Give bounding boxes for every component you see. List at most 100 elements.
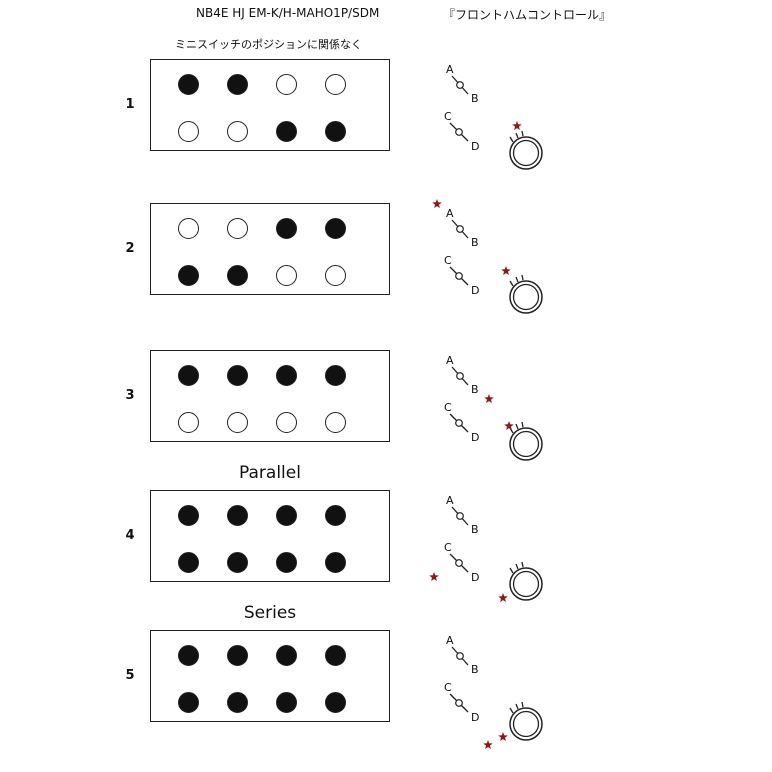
knob-inner — [512, 570, 540, 598]
switch-letter-b: B — [471, 523, 479, 536]
control-title: 『フロントハムコントロール』 — [443, 8, 612, 22]
filled-dot — [226, 504, 248, 526]
filled-dot — [226, 551, 248, 573]
mode-label: Series — [243, 603, 297, 623]
switch-box — [150, 630, 390, 722]
mini-switch-pivot — [455, 559, 463, 567]
filled-dot — [275, 504, 297, 526]
switch-letter-b: B — [471, 236, 479, 249]
filled-dot — [275, 120, 297, 142]
filled-dot — [324, 120, 346, 142]
filled-dot — [324, 691, 346, 713]
knob-tick — [509, 567, 514, 574]
knob-inner — [512, 283, 540, 311]
mode-label: Parallel — [239, 463, 301, 483]
filled-dot — [324, 644, 346, 666]
switch-letter-a: A — [446, 207, 454, 220]
filled-dot — [226, 364, 248, 386]
filled-dot — [177, 691, 199, 713]
switch-letter-a: A — [446, 494, 454, 507]
knob-inner — [512, 430, 540, 458]
empty-dot — [324, 264, 346, 286]
filled-dot — [275, 551, 297, 573]
control-diagram: A B C D — [429, 494, 543, 602]
knob-tick — [521, 701, 524, 708]
empty-dot — [324, 411, 346, 433]
filled-dot — [324, 551, 346, 573]
mini-switch-pivot — [455, 128, 463, 136]
switch-letter-c: C — [444, 110, 452, 123]
star-marker — [429, 572, 439, 581]
filled-dot — [177, 504, 199, 526]
model-title: NB4E HJ EM-K/H-MAHO1P/SDM — [196, 6, 380, 20]
filled-dot — [177, 644, 199, 666]
empty-dot — [324, 73, 346, 95]
filled-dot — [275, 644, 297, 666]
empty-dot — [226, 120, 248, 142]
empty-dot — [275, 411, 297, 433]
filled-dot — [177, 364, 199, 386]
empty-dot — [275, 73, 297, 95]
switch-letter-a: A — [446, 634, 454, 647]
filled-dot — [275, 691, 297, 713]
row-number: 5 — [125, 668, 135, 683]
switch-box — [150, 490, 390, 582]
knob-tick — [515, 276, 519, 283]
switch-letter-d: D — [471, 431, 479, 444]
switch-letter-d: D — [471, 284, 479, 297]
filled-dot — [324, 217, 346, 239]
star-marker — [512, 121, 522, 130]
filled-dot — [177, 73, 199, 95]
star-marker — [483, 740, 493, 749]
empty-dot — [177, 411, 199, 433]
switch-letter-c: C — [444, 254, 452, 267]
mini-switch-pivot — [456, 81, 464, 89]
knob-inner — [512, 139, 540, 167]
switch-letter-d: D — [471, 711, 479, 724]
control-diagram: A B C D — [444, 63, 543, 170]
filled-dot — [275, 217, 297, 239]
switch-box — [150, 350, 390, 442]
switch-letter-d: D — [471, 571, 479, 584]
switch-letter-d: D — [471, 140, 479, 153]
knob-tick — [515, 132, 519, 139]
switch-letter-c: C — [444, 541, 452, 554]
mini-switch-pivot — [456, 512, 464, 520]
filled-dot — [177, 264, 199, 286]
knob-tick — [521, 130, 524, 137]
star-marker — [501, 266, 511, 275]
mini-switch-pivot — [456, 225, 464, 233]
star-marker — [504, 421, 514, 430]
row-number: 3 — [125, 388, 135, 403]
row-number: 1 — [125, 97, 135, 112]
knob-tick — [509, 280, 514, 287]
knob-tick — [521, 561, 524, 568]
switch-letter-a: A — [446, 354, 454, 367]
empty-dot — [177, 120, 199, 142]
row-number: 2 — [125, 241, 135, 256]
switch-letter-b: B — [471, 92, 479, 105]
knob-tick — [521, 274, 524, 281]
empty-dot — [177, 217, 199, 239]
switch-letter-b: B — [471, 383, 479, 396]
knob-tick — [515, 703, 519, 710]
switch-letter-c: C — [444, 681, 452, 694]
mini-switch-pivot — [456, 652, 464, 660]
empty-dot — [226, 217, 248, 239]
filled-dot — [226, 264, 248, 286]
filled-dot — [324, 504, 346, 526]
star-marker — [432, 199, 442, 208]
filled-dot — [226, 644, 248, 666]
row-number: 4 — [125, 528, 135, 543]
filled-dot — [275, 364, 297, 386]
control-diagram: A B C D — [432, 199, 543, 314]
switch-box — [150, 59, 390, 151]
mini-switch-pivot — [455, 272, 463, 280]
filled-dot — [226, 73, 248, 95]
position-note: ミニスイッチのポジションに関係なく — [175, 38, 362, 51]
switch-letter-a: A — [446, 63, 454, 76]
mini-switch-pivot — [455, 699, 463, 707]
mini-switch-pivot — [456, 372, 464, 380]
